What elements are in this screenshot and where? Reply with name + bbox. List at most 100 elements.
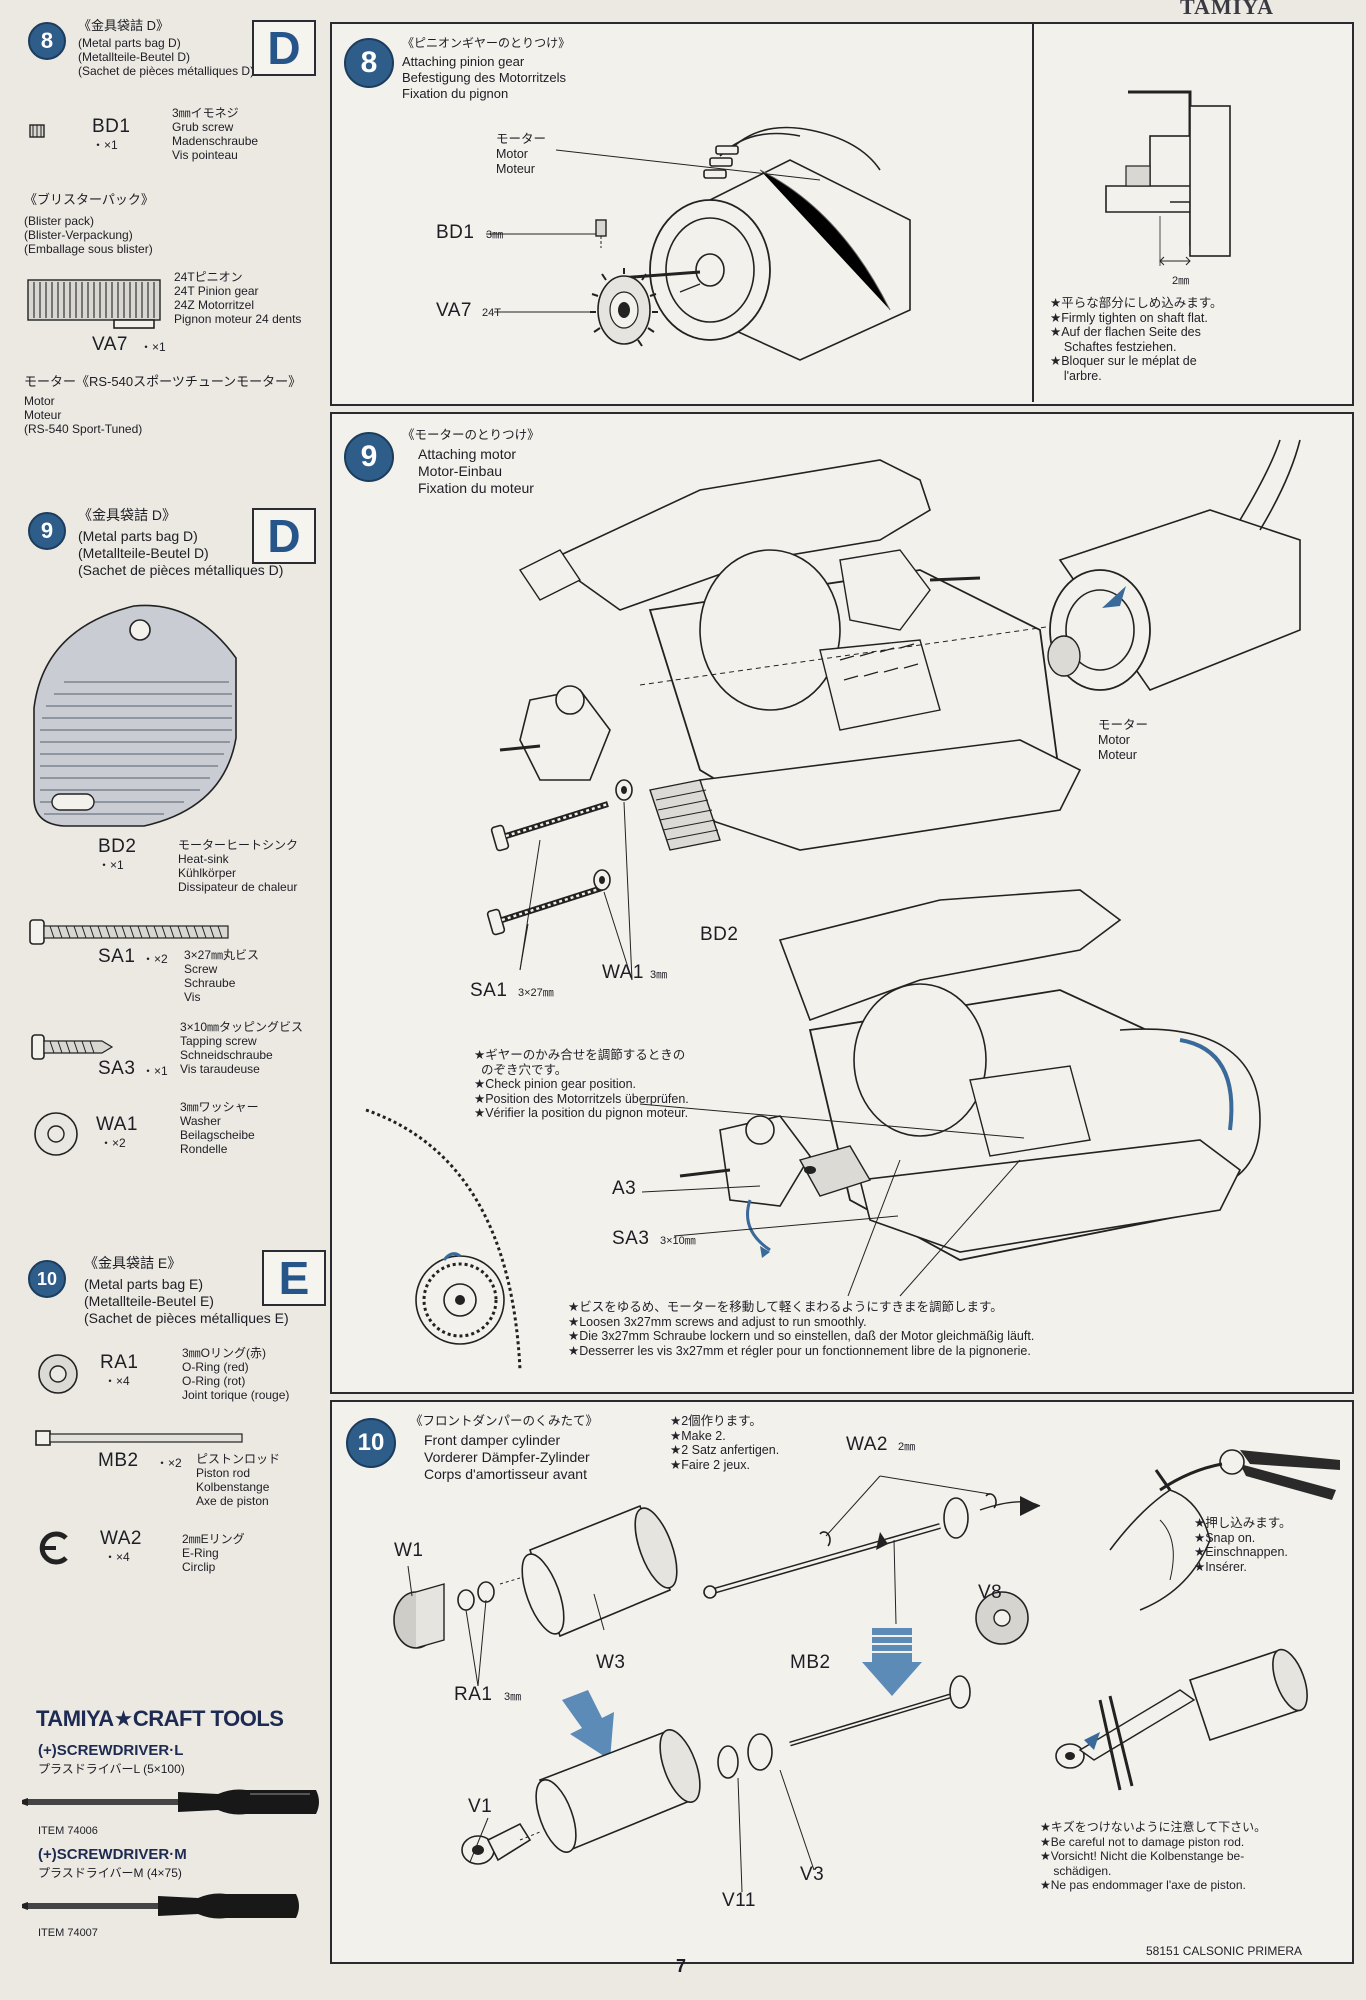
damper-assembled-drawing [461,1675,971,1865]
part-sa3-qty: ・×1 [142,1064,168,1078]
make-note: ★2個作ります。 ★Make 2. ★2 Satz anfertigen. ★F… [670,1414,780,1472]
tool-2-item: ITEM 74007 [38,1927,98,1939]
tool-1-item: ITEM 74006 [38,1825,98,1837]
part-bd2-desc: モーターヒートシンク Heat-sink Kühlkörper Dissipat… [178,838,299,894]
panel10-mb2: MB2 [790,1652,831,1673]
shaft-flat-inset-drawing [1105,90,1231,266]
part-wa2-code: WA2 [100,1528,142,1549]
panel9-sa1-size: 3×27㎜ [518,987,554,999]
motor-pinion-drawing [619,126,911,361]
piston-rod-care-drawing [1055,1648,1308,1791]
screw-27mm-icon [29,919,229,945]
part-bd2-code: BD2 [98,836,137,857]
part-sa3-desc: 3×10㎜タッピングビス Tapping screw Schneidschrau… [180,1020,304,1076]
blister-title: 《ブリスターパック》 [24,192,154,207]
panel10-wa2-size: 2㎜ [898,1441,916,1453]
screws-washers-drawing [486,779,633,981]
step8-bag-lines: (Metal parts bag D) (Metallteile-Beutel … [78,36,255,78]
tool-2-jp: プラスドライバーM (4×75) [38,1866,182,1880]
tool-1-name: (+)SCREWDRIVER·L [38,1742,184,1759]
panel8-divider [1032,24,1034,402]
part-bd2-qty: ・×1 [98,858,124,872]
part-sa1-desc: 3×27㎜丸ビス Screw Schraube Vis [184,948,260,1004]
page-number: 7 [676,1956,687,1976]
panel9-leader-lines [639,1103,1025,1297]
damper-exploded-drawing [393,1493,1041,1649]
check-note: ★ギヤーのかみ合せを調節するときの のぞき穴です。 ★Check pinion … [474,1048,689,1120]
panel9-title: 《モーターのとりつけ》 [402,428,540,442]
panel10-w3: W3 [596,1652,626,1673]
bag-letter-d: D [252,508,316,564]
tool-2-name: (+)SCREWDRIVER·M [38,1846,187,1863]
step-10-panel [330,1400,1354,1964]
careful-note: ★キズをつけないように注意して下さい。 ★Be careful not to d… [1040,1820,1267,1892]
grub-screw-icon [29,124,45,138]
step-8-badge: 8 [28,22,66,60]
adjust-note: ★ビスをゆるめ、モーターを移動して軽くまわるようにすきまを調節します。 ★Loo… [568,1300,1035,1358]
panel10-w1: W1 [394,1540,424,1561]
brand-logo: TAMIYA [1180,0,1275,19]
panel8-leader-lines [486,149,821,313]
panel10-v3: V3 [800,1864,825,1885]
panel9-sa3: SA3 [612,1228,650,1249]
panel9-bd2: BD2 [700,924,739,945]
step9-bag-lines: (Metal parts bag D) (Metallteile-Beutel … [78,528,284,578]
panel-8-badge: 8 [344,38,394,88]
part-wa2-desc: 2㎜Eリング E-Ring Circlip [182,1532,245,1574]
pliers-snap-drawing [1109,1449,1340,1611]
panel10-wa2: WA2 [846,1434,888,1455]
chassis-lower-drawing [679,889,1261,1261]
bag-letter-d: D [252,20,316,76]
panel10-v8: V8 [978,1582,1003,1603]
part-ra1-qty: ・×4 [104,1374,130,1388]
panel10-title: 《フロントダンパーのくみたて》 [410,1414,599,1428]
panel8-lines: Attaching pinion gear Befestigung des Mo… [402,54,567,101]
step10-bag-lines: (Metal parts bag E) (Metallteile-Beutel … [84,1276,289,1326]
motor-lines: Motor Moteur (RS-540 Sport-Tuned) [24,394,143,436]
step-9-badge: 9 [28,512,66,550]
heat-sink-icon [33,604,237,827]
step10-bag-title: 《金具袋詰 E》 [84,1255,182,1271]
part-ra1-desc: 3㎜Oリング(赤) O-Ring (red) O-Ring (rot) Join… [182,1346,290,1402]
panel10-ra1: RA1 [454,1684,493,1705]
part-mb2-qty: ・×2 [156,1456,182,1470]
part-wa1-desc: 3㎜ワッシャー Washer Beilagscheibe Rondelle [180,1100,259,1156]
part-mb2-code: MB2 [98,1450,139,1471]
o-ring-icon [38,1354,78,1394]
panel8-va7-size: 24T [482,307,501,319]
tool-1-jp: プラスドライバーL (5×100) [38,1762,185,1776]
blue-arrow-icon [562,1690,614,1760]
craft-tools-title: TAMIYA★CRAFT TOOLS [36,1706,284,1731]
panel10-lines: Front damper cylinder Vorderer Dämpfer-Z… [424,1432,590,1482]
part-sa3-code: SA3 [98,1058,136,1079]
grub-screw-drawing [595,219,607,248]
screwdriver-l-icon [22,1789,319,1815]
panel-9-badge: 9 [344,432,394,482]
panel10-ra1-size: 3㎜ [504,1691,522,1703]
panel9-sa3-size: 3×10㎜ [660,1235,696,1247]
big-gear-drawing [365,1108,522,1371]
inset-dim: 2㎜ [1172,275,1190,287]
panel-10-badge: 10 [346,1418,396,1468]
step8-bag-title: 《金具袋詰 D》 [78,18,170,33]
motor-drawing [1047,439,1301,691]
footer-code: 58151 CALSONIC PRIMERA [1146,1944,1303,1958]
panel8-bd1-size: 3㎜ [486,229,504,241]
blister-lines: (Blister pack) (Blister-Verpackung) (Emb… [24,214,153,256]
snap-note: ★押し込みます。 ★Snap on. ★Einschnappen. ★Insér… [1194,1516,1292,1574]
inset-note: ★平らな部分にしめ込みます。 ★Firmly tighten on shaft … [1050,296,1223,383]
panel9-motor-label: モーター Motor Moteur [1098,718,1149,762]
panel8-va7: VA7 [436,300,473,321]
e-ring-icon [39,1531,68,1565]
part-va7-qty: ・×1 [140,340,166,354]
pinion-gear-drawing [590,268,658,347]
part-bd1-qty: ・×1 [92,138,118,152]
step-10-badge: 10 [28,1260,66,1298]
pinion-gear-icon [27,279,161,329]
panel8-motor-label: モーター Motor Moteur [496,132,547,176]
motor-title: モーター《RS-540スポーツチューンモーター》 [24,374,302,389]
panel9-lines: Attaching motor Motor-Einbau Fixation du… [418,446,534,496]
part-va7-code: VA7 [92,334,129,355]
part-va7-desc: 24Tピニオン 24T Pinion gear 24Z Motorritzel … [174,270,302,326]
